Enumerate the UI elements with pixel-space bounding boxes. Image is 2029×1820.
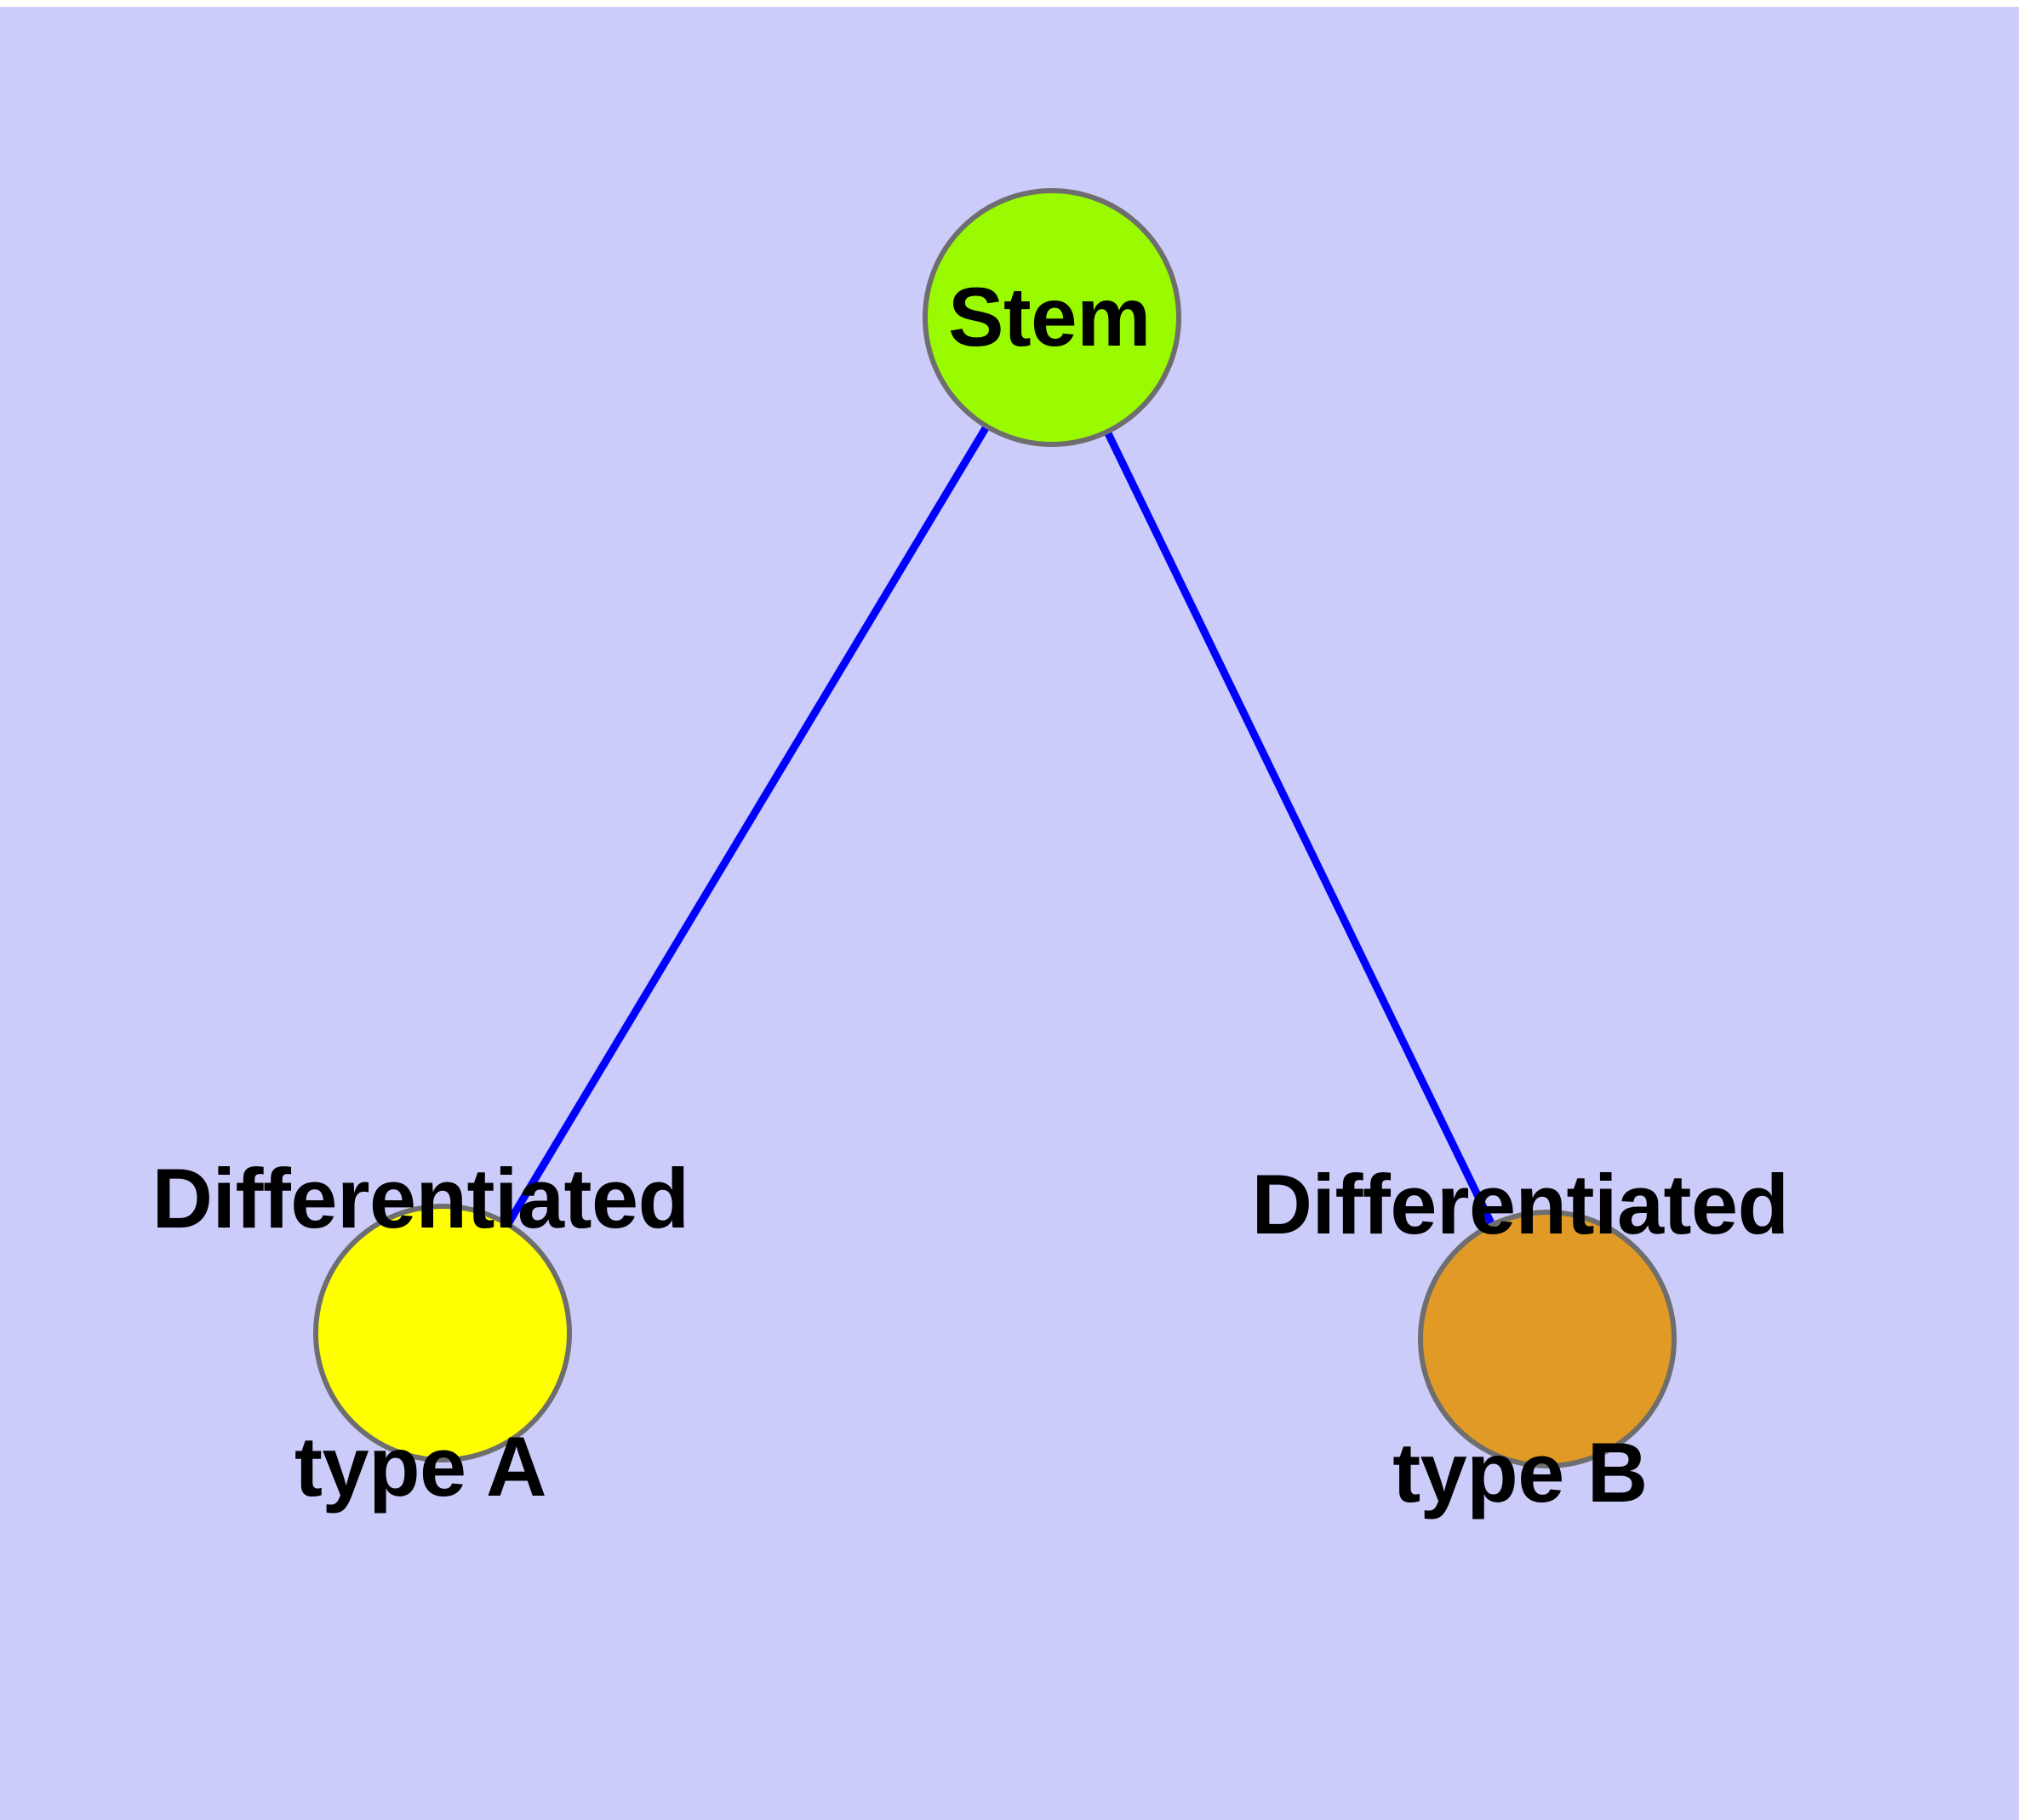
edge-layer (439, 315, 1552, 1341)
node-label-diff-a-line1: Differentiated (151, 1151, 689, 1246)
node-layer (313, 188, 1677, 1468)
edge-stem-to-diff-b (1048, 316, 1552, 1341)
node-diff-b[interactable] (1418, 1210, 1677, 1468)
node-label-diff-a: Differentiated type A (151, 976, 689, 1691)
edge-stem-to-diff-a (439, 315, 1055, 1336)
node-stem[interactable] (923, 188, 1181, 447)
node-label-stem: Stem (948, 270, 1151, 364)
node-label-diff-a-line2: type A (294, 1418, 546, 1514)
node-diff-a[interactable] (313, 1204, 572, 1462)
node-label-diff-b-line1: Differentiated (1251, 1157, 1789, 1252)
node-label-diff-b-line2: type B (1392, 1424, 1648, 1520)
node-label-diff-b: Differentiated type B (1251, 982, 1789, 1697)
